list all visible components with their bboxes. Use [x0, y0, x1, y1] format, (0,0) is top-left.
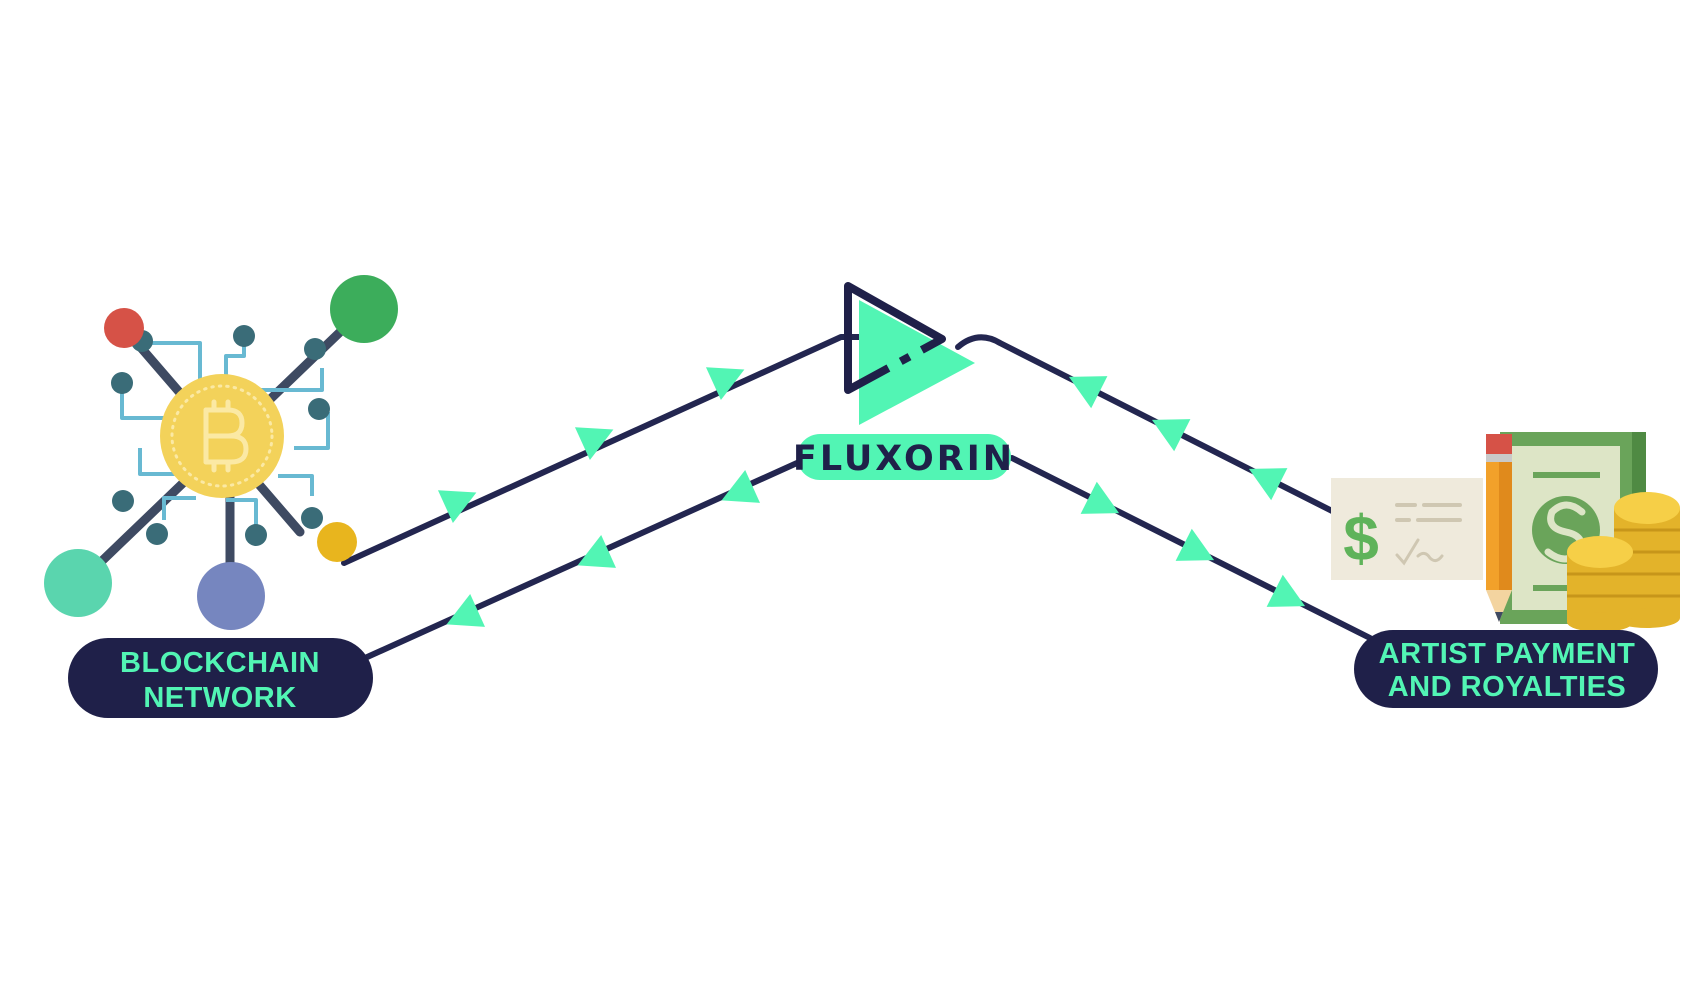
- arrow-upper-right-2: [1151, 419, 1191, 452]
- arrow-upper-right-1: [1068, 376, 1108, 409]
- circuit-node: [304, 338, 326, 360]
- cheque-icon: [1331, 478, 1483, 580]
- flow-arrows: [437, 367, 1306, 627]
- arrow-lower-left-1: [721, 470, 760, 503]
- circuit-node: [233, 325, 255, 347]
- network-node-mint: [44, 549, 112, 617]
- arrow-lower-right-2: [1175, 528, 1215, 561]
- network-node-gold: [317, 522, 357, 562]
- circuit-node: [245, 524, 267, 546]
- arrow-upper-right-3: [1248, 468, 1288, 501]
- dollar-sign-icon: $: [1343, 502, 1379, 574]
- artist-label-line1: ARTIST PAYMENT: [1379, 638, 1636, 670]
- network-node-red: [104, 308, 144, 348]
- fluxorin-label: FLUXORIN: [793, 439, 1015, 479]
- circuit-node: [308, 398, 330, 420]
- arrow-upper-left-2: [574, 427, 614, 461]
- arrow-lower-left-3: [446, 594, 485, 627]
- money-cheque-coins-icon: $: [1331, 432, 1680, 632]
- circuit-node: [111, 372, 133, 394]
- blockchain-network-pill: BLOCKCHAIN NETWORK: [68, 638, 373, 718]
- blockchain-label-line2: NETWORK: [143, 682, 296, 714]
- flow-lines: [341, 334, 1373, 661]
- lower-left-flow-line: [362, 460, 800, 661]
- network-node-green: [330, 275, 398, 343]
- coin-stack-icon: [1567, 492, 1680, 632]
- upper-right-flow-line: [955, 334, 1341, 517]
- arrow-lower-right-1: [1080, 481, 1120, 514]
- arrow-upper-left-3: [705, 367, 745, 401]
- fluxorin-pill: FLUXORIN: [793, 434, 1015, 480]
- bitcoin-coin-icon: [160, 374, 284, 498]
- network-node-purple: [197, 562, 265, 630]
- artist-label-line2: AND ROYALTIES: [1388, 671, 1627, 703]
- arrow-lower-left-2: [577, 535, 616, 568]
- circuit-node: [146, 523, 168, 545]
- pencil-icon: [1486, 434, 1512, 622]
- blockchain-label-line1: BLOCKCHAIN: [120, 647, 320, 679]
- bitcoin-network-icon: [44, 275, 398, 630]
- circuit-node: [112, 490, 134, 512]
- circuit-node: [301, 507, 323, 529]
- artist-payment-pill: ARTIST PAYMENT AND ROYALTIES: [1354, 630, 1658, 708]
- play-logo-icon: [844, 282, 975, 425]
- arrow-lower-right-3: [1266, 574, 1306, 607]
- arrow-upper-left-1: [437, 490, 477, 524]
- upper-left-flow-line: [341, 334, 870, 566]
